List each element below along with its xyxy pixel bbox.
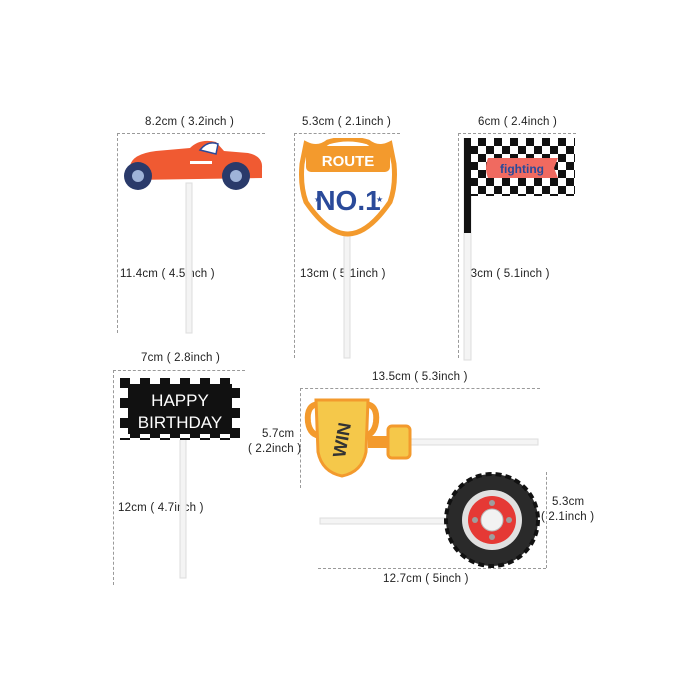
wheel-center-cap — [480, 508, 504, 532]
car-width-label: 8.2cm ( 3.2inch ) — [145, 116, 235, 128]
flag-banner-text: fighting — [500, 162, 544, 176]
wheel-height-dimension-line — [546, 472, 547, 568]
trophy-base — [386, 424, 412, 460]
wheel-topper — [319, 472, 540, 568]
flag-width-dimension-line — [458, 133, 576, 134]
birthday-line1: HAPPY — [151, 391, 209, 410]
birthday-stick — [179, 432, 187, 579]
trophy-width-dimension-line — [300, 388, 540, 389]
birthday-panel — [128, 384, 232, 434]
route-height-label: 13cm ( 5.1inch ) — [300, 268, 386, 280]
flag-height-dimension-line — [458, 133, 459, 358]
route-main-text: NO.1 — [315, 185, 380, 216]
flag-height-label: 13cm ( 5.1inch ) — [464, 268, 550, 280]
birthday-width-label: 7cm ( 2.8inch ) — [141, 352, 221, 364]
trophy-stick — [409, 438, 539, 446]
wheel-tread — [444, 472, 540, 568]
wheel-height-label-line1: 5.3cm — [552, 496, 585, 508]
route-height-dimension-line — [294, 133, 295, 358]
car-height-dimension-line — [117, 133, 118, 333]
flag-banner — [486, 158, 558, 178]
car-stick — [185, 182, 193, 334]
route-star-icon: ★ — [314, 195, 321, 204]
trophy-stem — [368, 436, 388, 448]
route-top-text: ROUTE — [322, 153, 375, 170]
wheel-height-label-line2: ( 2.1inch ) — [541, 511, 595, 523]
race-car-topper — [124, 140, 263, 334]
trophy-topper: WIN — [304, 398, 539, 478]
flag-pole — [463, 138, 472, 361]
route-sign-topper: ROUTE NO.1 ★ ★ — [299, 138, 397, 359]
trophy-height-label-line2: ( 2.2inch ) — [248, 443, 302, 455]
flag-width-label: 6cm ( 2.4inch ) — [478, 116, 558, 128]
checkered-flag-topper: fighting — [463, 138, 575, 361]
car-width-dimension-line — [117, 133, 265, 134]
car-windshield — [198, 142, 219, 155]
route-stick — [343, 222, 351, 359]
route-star-icon: ★ — [376, 195, 383, 204]
trophy-height-label-line1: 5.7cm — [262, 428, 295, 440]
trophy-height-dimension-line — [300, 388, 301, 488]
route-width-dimension-line — [294, 133, 400, 134]
route-top-panel — [306, 146, 390, 172]
trophy-cup — [314, 398, 370, 478]
happy-birthday-topper: HAPPY BIRTHDAY — [120, 378, 240, 579]
wheel-width-label: 12.7cm ( 5inch ) — [383, 573, 469, 585]
birthday-width-dimension-line — [113, 370, 245, 371]
car-stripe — [190, 161, 212, 164]
wheel-width-dimension-line — [318, 568, 546, 569]
birthday-height-dimension-line — [113, 370, 114, 585]
route-width-label: 5.3cm ( 2.1inch ) — [302, 116, 392, 128]
birthday-line2: BIRTHDAY — [138, 413, 222, 432]
wheel-stick — [319, 517, 453, 525]
trophy-width-label: 13.5cm ( 5.3inch ) — [372, 371, 468, 383]
